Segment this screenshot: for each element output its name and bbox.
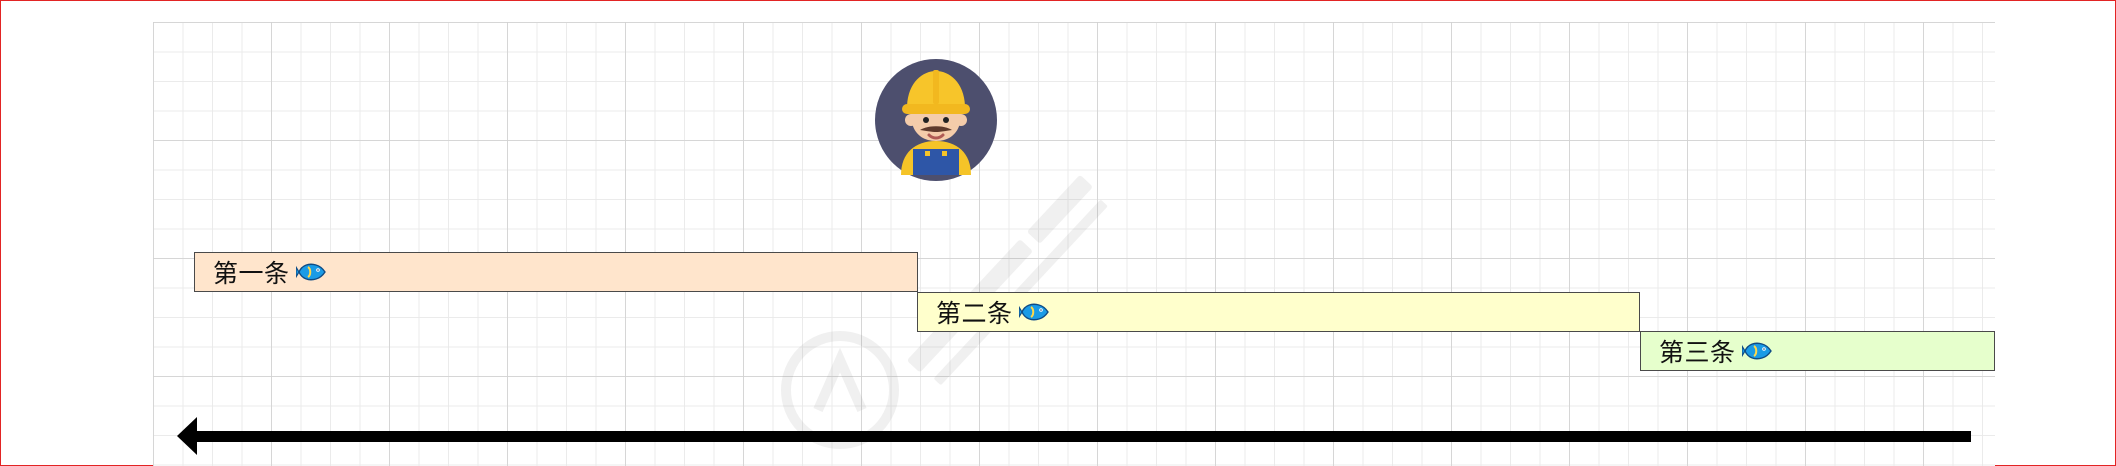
step-3-box: 第三条 — [1640, 331, 1995, 371]
worker-avatar-icon — [875, 59, 997, 181]
step-1-label: 第一条 — [213, 259, 290, 288]
fish-icon — [295, 263, 326, 281]
fish-icon — [1018, 303, 1049, 321]
fish-icon — [1741, 342, 1772, 360]
step-1-box: 第一条 — [194, 252, 918, 292]
timeline-arrow — [177, 417, 1971, 455]
step-3-label: 第三条 — [1659, 338, 1736, 367]
grid-canvas — [153, 22, 1995, 466]
step-2-box: 第二条 — [917, 292, 1640, 332]
step-2-label: 第二条 — [936, 299, 1013, 328]
